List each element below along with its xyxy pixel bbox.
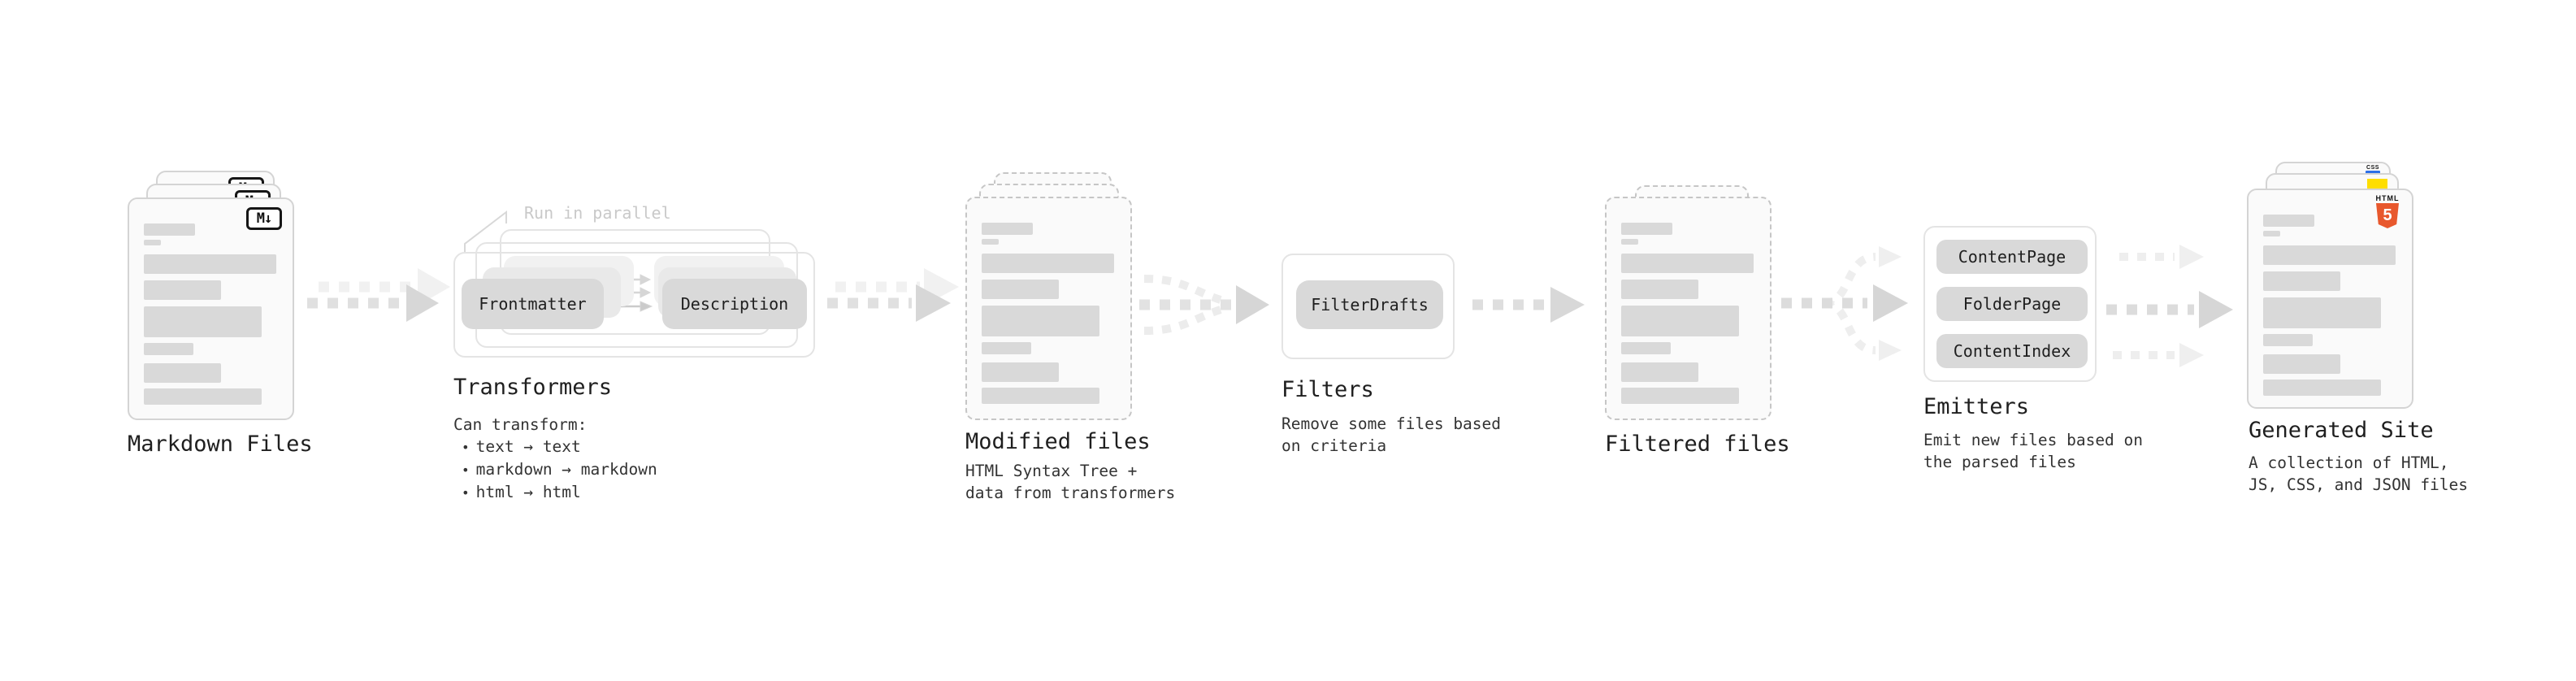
placeholder-bar	[1621, 254, 1754, 273]
placeholder-bar	[144, 306, 262, 337]
document-placeholder-text	[982, 223, 1116, 404]
placeholder-bar	[982, 254, 1114, 273]
emitters-label: Emitters	[1923, 394, 2030, 419]
placeholder-bar	[1621, 388, 1739, 404]
filters-container: FilterDrafts	[1281, 254, 1455, 359]
modified-file-card-front	[965, 197, 1132, 420]
css-icon: CSS	[2365, 165, 2381, 174]
placeholder-bar	[1621, 223, 1672, 235]
document-placeholder-text	[1621, 223, 1755, 404]
folderpage-box: FolderPage	[1936, 287, 2088, 321]
arrow-markdown-to-transformers-echo	[319, 268, 450, 306]
bullet-glyph: •	[462, 440, 470, 455]
bullet-glyph: •	[462, 462, 470, 478]
modified-files-label: Modified files	[965, 429, 1151, 454]
placeholder-bar	[144, 280, 221, 300]
arrow-transformers-to-modified	[827, 284, 951, 322]
contentpage-box: ContentPage	[1936, 240, 2088, 274]
filters-label: Filters	[1281, 377, 1374, 402]
modified-files-description: HTML Syntax Tree + data from transformer…	[965, 462, 1176, 502]
placeholder-bar	[144, 223, 195, 236]
arrow-emitters-to-site	[2106, 245, 2233, 367]
placeholder-bar	[144, 363, 221, 383]
document-placeholder-text	[144, 223, 278, 405]
placeholder-bar	[1621, 362, 1698, 382]
placeholder-bar	[982, 388, 1099, 404]
placeholder-bar	[144, 240, 161, 245]
description-box: Description	[662, 279, 807, 329]
placeholder-bar	[982, 342, 1031, 354]
placeholder-bar	[2263, 380, 2381, 396]
run-in-parallel-annotation: Run in parallel	[524, 203, 671, 223]
site-file-card-html: HTML 5	[2247, 189, 2413, 409]
filters-description: Remove some files based on criteria	[1281, 414, 1502, 455]
markdown-file-card-front: M↓	[128, 197, 294, 420]
transformers-container-front	[453, 252, 815, 358]
placeholder-bar	[1621, 306, 1739, 336]
filtered-files-label: Filtered files	[1605, 432, 1790, 457]
html5-icon: HTML 5	[2373, 194, 2402, 228]
frontmatter-box: Frontmatter	[462, 279, 604, 329]
placeholder-bar	[982, 239, 999, 245]
placeholder-bar	[2263, 231, 2280, 236]
transformers-bullet: •html → html	[462, 483, 581, 501]
transformers-bullet: •text → text	[462, 437, 581, 456]
bullet-glyph: •	[462, 485, 470, 501]
placeholder-bar	[1621, 280, 1698, 299]
placeholder-bar	[2263, 215, 2314, 227]
generated-site-label: Generated Site	[2249, 418, 2434, 443]
arrow-filtered-to-emitters	[1781, 246, 1908, 361]
filterdrafts-box: FilterDrafts	[1296, 280, 1443, 329]
generated-site-description: A collection of HTML, JS, CSS, and JSON …	[2249, 453, 2469, 494]
transformers-desc-heading: Can transform:	[453, 415, 588, 434]
placeholder-bar	[2263, 354, 2340, 374]
placeholder-bar	[2263, 297, 2381, 328]
placeholder-bar	[982, 362, 1059, 382]
placeholder-bar	[982, 306, 1099, 336]
emitters-description: Emit new files based on the parsed files	[1923, 431, 2144, 471]
placeholder-bar	[2263, 334, 2313, 346]
filtered-file-card-front	[1605, 197, 1772, 420]
placeholder-bar	[144, 254, 276, 274]
placeholder-bar	[1621, 239, 1638, 245]
placeholder-bar	[982, 223, 1033, 235]
markdown-icon: M↓	[246, 207, 282, 230]
placeholder-bar	[2263, 245, 2396, 265]
placeholder-bar	[144, 388, 262, 405]
transformers-label: Transformers	[453, 375, 613, 400]
arrow-markdown-to-transformers	[307, 284, 439, 322]
emitters-container: ContentPage FolderPage ContentIndex	[1923, 226, 2097, 382]
markdown-files-label: Markdown Files	[128, 432, 313, 457]
arrow-transformers-to-modified-echo	[835, 268, 959, 306]
document-placeholder-text	[2263, 215, 2397, 396]
arrow-modified-to-filters	[1139, 275, 1269, 335]
placeholder-bar	[982, 280, 1059, 299]
placeholder-bar	[1621, 342, 1671, 354]
transformers-bullet: •markdown → markdown	[462, 460, 657, 479]
transformers-description: Can transform: •text → text •markdown → …	[453, 414, 657, 504]
placeholder-bar	[144, 343, 193, 355]
arrow-filters-to-filtered	[1472, 287, 1585, 323]
placeholder-bar	[2263, 271, 2340, 291]
contentindex-box: ContentIndex	[1936, 334, 2088, 368]
